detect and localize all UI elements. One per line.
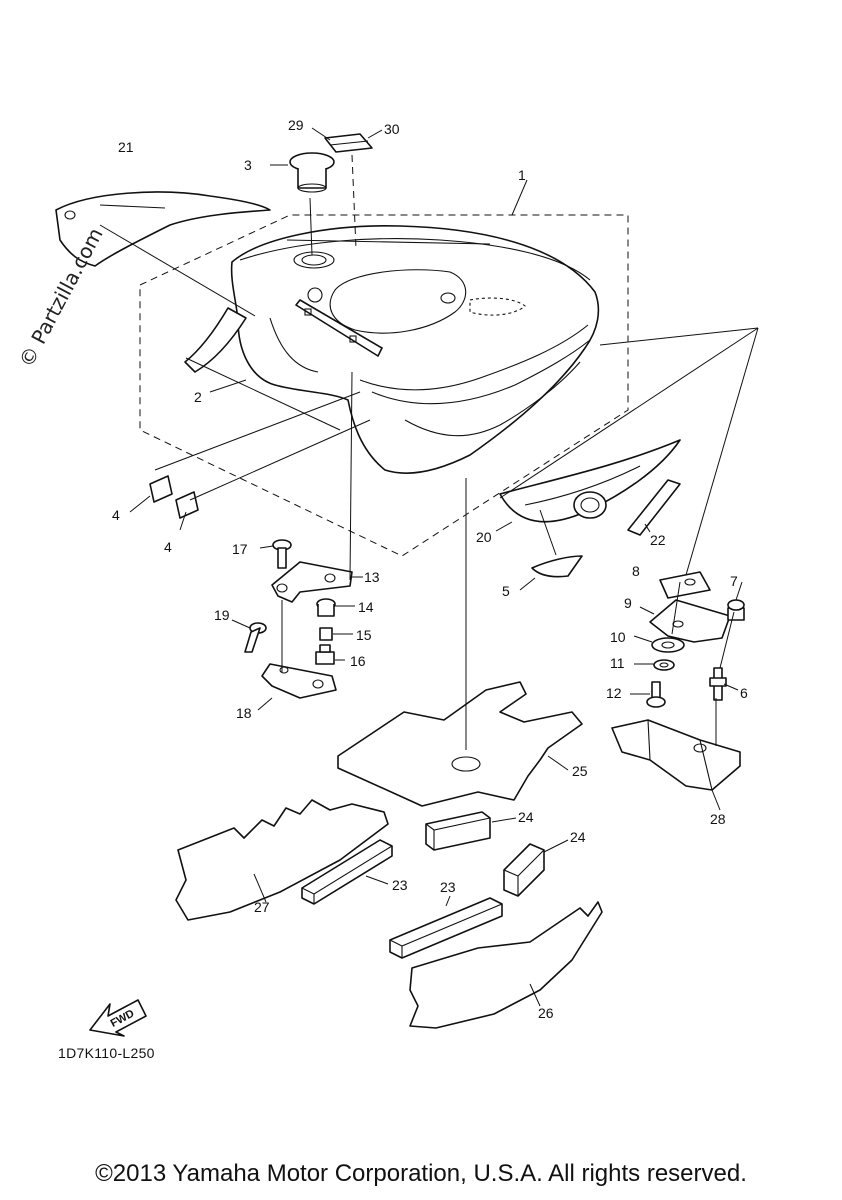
callout-30: 30 — [384, 121, 400, 137]
callout-4b: 4 — [164, 539, 172, 555]
fuel-tank[interactable] — [230, 225, 600, 474]
forward-direction-arrow: FWD — [89, 999, 147, 1037]
damper-4-upper[interactable] — [149, 475, 173, 503]
callout-9: 9 — [624, 595, 632, 611]
callout-24b: 24 — [570, 829, 586, 845]
callout-10: 10 — [610, 629, 626, 645]
copyright-notice: ©2013 Yamaha Motor Corporation, U.S.A. A… — [95, 1160, 747, 1187]
callout-19: 19 — [214, 607, 230, 623]
nut-16[interactable] — [315, 644, 335, 665]
side-emblem-cover-20[interactable] — [499, 439, 681, 523]
callout-28: 28 — [710, 811, 726, 827]
callout-17: 17 — [232, 541, 248, 557]
sheet-26[interactable] — [409, 901, 603, 1029]
callout-21: 21 — [118, 139, 134, 155]
callout-15: 15 — [356, 627, 372, 643]
callout-6: 6 — [740, 685, 748, 701]
assembly-outline — [139, 214, 629, 557]
damper-23-right[interactable] — [389, 897, 503, 959]
damper-24-lower[interactable] — [503, 843, 545, 897]
collar-15[interactable] — [319, 627, 333, 641]
damper-4-lower[interactable] — [175, 491, 199, 519]
bracket-28[interactable] — [611, 719, 741, 791]
bolt-17[interactable] — [272, 539, 292, 569]
callout-2: 2 — [194, 389, 202, 405]
damper-24-upper[interactable] — [425, 811, 491, 851]
sheet-27[interactable] — [175, 799, 389, 921]
callout-14: 14 — [358, 599, 374, 615]
grommet-14[interactable] — [316, 598, 336, 617]
fuel-cap-3[interactable] — [289, 152, 335, 193]
bracket-13[interactable] — [271, 561, 353, 603]
washer-10[interactable] — [651, 637, 685, 653]
callout-12: 12 — [606, 685, 622, 701]
cap-nut-7[interactable] — [727, 599, 745, 621]
callout-7: 7 — [730, 573, 738, 589]
callout-8: 8 — [632, 563, 640, 579]
callout-24a: 24 — [518, 809, 534, 825]
decal-5[interactable] — [531, 555, 583, 578]
callout-18: 18 — [236, 705, 252, 721]
tank-stay-bracket[interactable] — [295, 299, 383, 357]
damper-8[interactable] — [659, 571, 711, 599]
callout-23a: 23 — [392, 877, 408, 893]
top-trim-21[interactable] — [55, 191, 271, 267]
sheet-25[interactable] — [337, 681, 583, 807]
callout-1: 1 — [518, 167, 526, 183]
callout-4a: 4 — [112, 507, 120, 523]
callout-27: 27 — [254, 899, 270, 915]
reference-code: 1D7K110-L250 — [58, 1045, 155, 1061]
callout-29: 29 — [288, 117, 304, 133]
washer-11[interactable] — [653, 659, 675, 671]
callout-26: 26 — [538, 1005, 554, 1021]
callout-20: 20 — [476, 529, 492, 545]
bracket-18[interactable] — [261, 663, 337, 699]
leader-lines — [99, 127, 759, 1007]
plate-9[interactable] — [649, 599, 731, 643]
callout-5: 5 — [502, 583, 510, 599]
callout-3: 3 — [244, 157, 252, 173]
callout-22: 22 — [650, 532, 666, 548]
label-29-30[interactable] — [324, 133, 373, 153]
damper-23-left[interactable] — [301, 839, 393, 905]
callout-labels: 1 2 3 4 4 5 6 7 8 9 10 11 12 13 14 15 16… — [112, 117, 748, 1021]
callout-25: 25 — [572, 763, 588, 779]
callout-16: 16 — [350, 653, 366, 669]
stud-6[interactable] — [709, 667, 727, 701]
callout-11: 11 — [610, 655, 625, 671]
side-panel-2[interactable] — [184, 307, 247, 373]
decal-22[interactable] — [627, 479, 681, 536]
callout-13: 13 — [364, 569, 380, 585]
callout-23b: 23 — [440, 879, 456, 895]
bolt-12[interactable] — [646, 681, 666, 708]
